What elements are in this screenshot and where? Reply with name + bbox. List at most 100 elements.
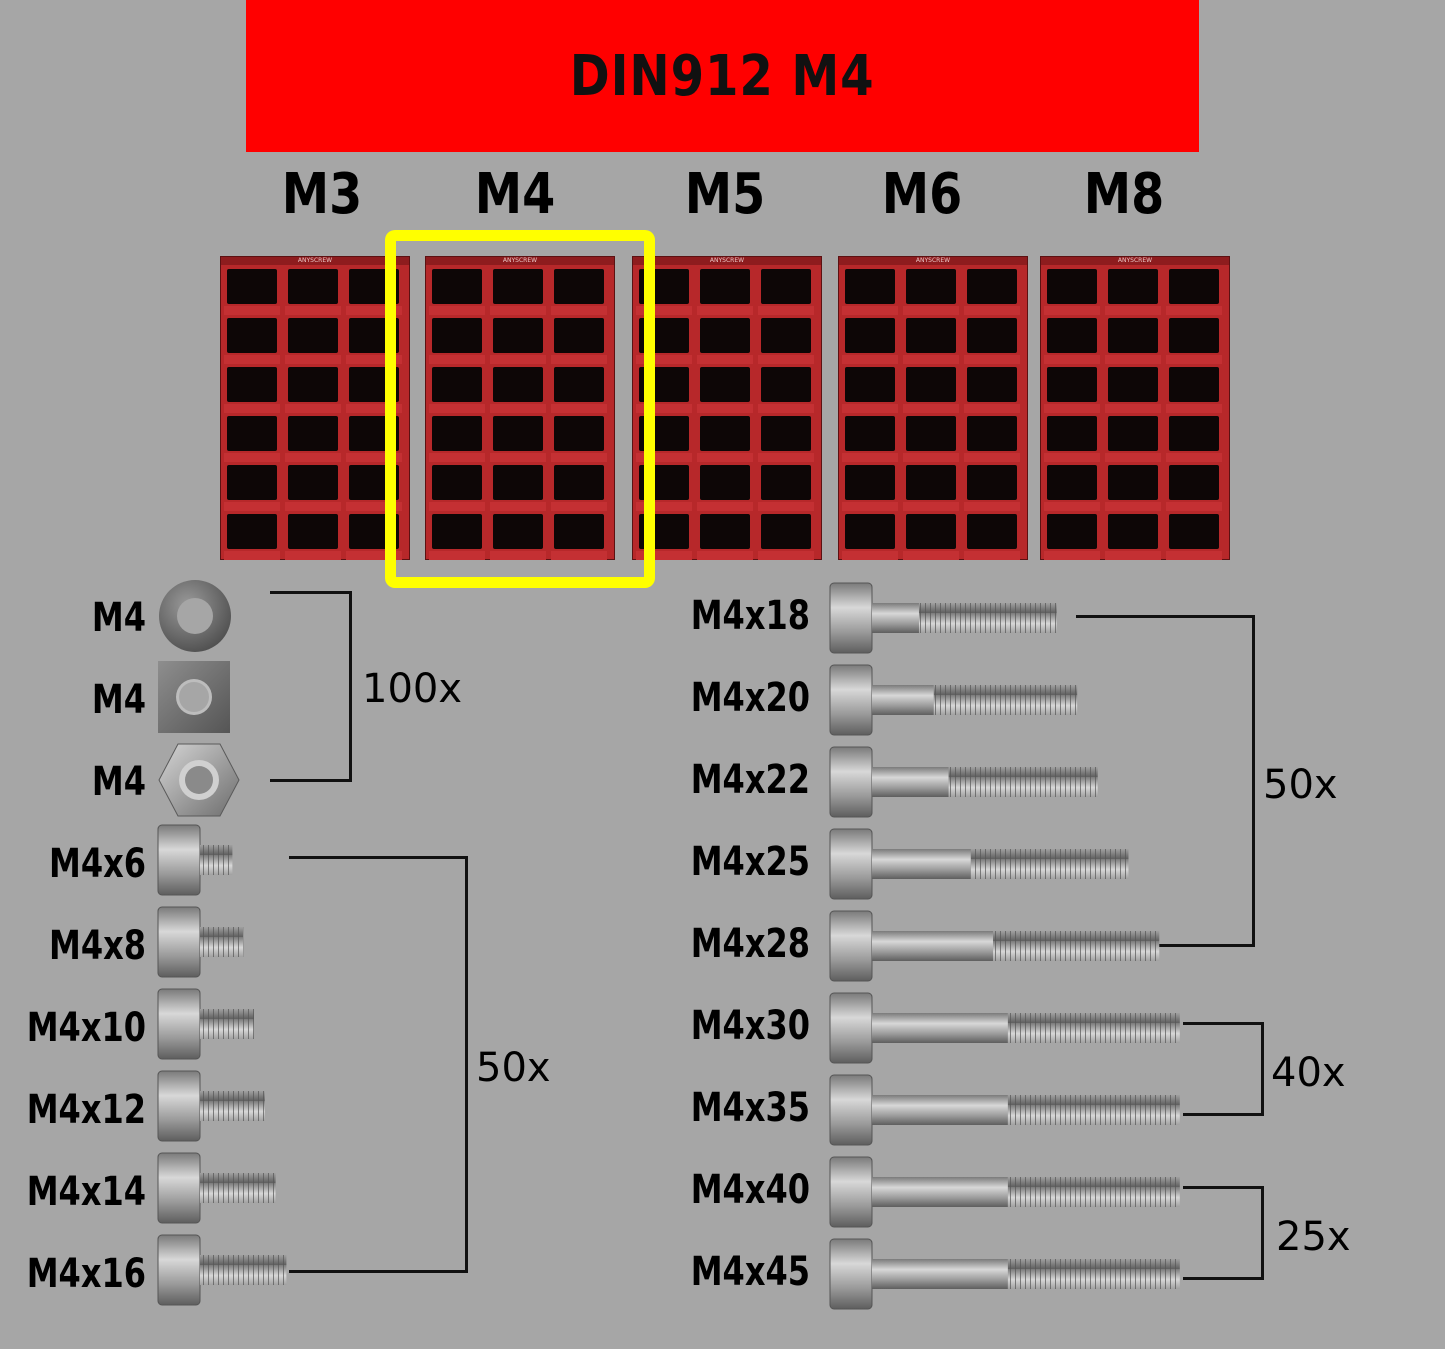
drawer[interactable] (758, 269, 814, 315)
drawer[interactable] (964, 465, 1020, 511)
drawer[interactable] (429, 416, 485, 462)
drawer[interactable] (758, 318, 814, 364)
drawer[interactable] (551, 318, 607, 364)
drawer[interactable] (490, 465, 546, 511)
drawer[interactable] (842, 465, 898, 511)
drawer[interactable] (224, 514, 280, 560)
drawer[interactable] (1166, 367, 1222, 413)
size-label-m8[interactable]: M8 (1083, 162, 1165, 227)
drawer[interactable] (758, 416, 814, 462)
drawer[interactable] (1044, 318, 1100, 364)
size-label-m3[interactable]: M3 (281, 162, 363, 227)
size-label-m6[interactable]: M6 (881, 162, 963, 227)
drawer[interactable] (224, 465, 280, 511)
drawer[interactable] (551, 514, 607, 560)
drawer[interactable] (1105, 269, 1161, 315)
drawer[interactable] (551, 269, 607, 315)
drawer[interactable] (1105, 416, 1161, 462)
drawer[interactable] (429, 465, 485, 511)
drawer[interactable] (429, 514, 485, 560)
drawer[interactable] (285, 514, 341, 560)
drawer[interactable] (842, 367, 898, 413)
cabinet-m5[interactable]: ANYSCREW (632, 256, 822, 560)
screw-label-m4x45: M4x45 (690, 1249, 810, 1295)
drawer[interactable] (1105, 514, 1161, 560)
drawer[interactable] (697, 514, 753, 560)
drawer[interactable] (285, 416, 341, 462)
drawer[interactable] (1044, 269, 1100, 315)
screw-label-m4x35: M4x35 (690, 1085, 810, 1131)
drawer[interactable] (490, 514, 546, 560)
drawer[interactable] (964, 416, 1020, 462)
drawer[interactable] (551, 416, 607, 462)
drawer[interactable] (1105, 465, 1161, 511)
drawer[interactable] (903, 465, 959, 511)
drawer[interactable] (903, 269, 959, 315)
screw-m4x12-icon (157, 1070, 265, 1142)
drawer[interactable] (758, 367, 814, 413)
drawer[interactable] (697, 465, 753, 511)
drawer[interactable] (1166, 465, 1222, 511)
drawer[interactable] (758, 465, 814, 511)
drawer[interactable] (1044, 367, 1100, 413)
drawer[interactable] (429, 367, 485, 413)
drawer[interactable] (1166, 269, 1222, 315)
screw-m4x16-icon (157, 1234, 287, 1306)
drawer[interactable] (551, 367, 607, 413)
drawer[interactable] (285, 269, 341, 315)
drawer[interactable] (490, 318, 546, 364)
qty-right-group-1: 50x (1263, 762, 1338, 808)
drawer[interactable] (964, 514, 1020, 560)
drawer[interactable] (903, 514, 959, 560)
cabinet-m8[interactable]: ANYSCREW (1040, 256, 1230, 560)
drawer[interactable] (964, 367, 1020, 413)
drawer[interactable] (1105, 318, 1161, 364)
qty-left-screws: 50x (476, 1045, 551, 1091)
drawer[interactable] (224, 367, 280, 413)
drawer[interactable] (551, 465, 607, 511)
drawer[interactable] (429, 269, 485, 315)
drawer[interactable] (758, 514, 814, 560)
drawer[interactable] (1166, 416, 1222, 462)
drawer[interactable] (964, 269, 1020, 315)
drawer[interactable] (285, 465, 341, 511)
drawer[interactable] (1044, 465, 1100, 511)
drawer[interactable] (224, 318, 280, 364)
drawer[interactable] (1105, 367, 1161, 413)
drawer[interactable] (964, 318, 1020, 364)
drawer[interactable] (842, 269, 898, 315)
drawer[interactable] (903, 416, 959, 462)
drawer[interactable] (285, 367, 341, 413)
drawer[interactable] (224, 269, 280, 315)
drawer[interactable] (842, 416, 898, 462)
hardware-label-square-nut: M4 (91, 677, 146, 723)
drawer[interactable] (490, 367, 546, 413)
screw-m4x45-icon (829, 1238, 1180, 1310)
drawer[interactable] (903, 367, 959, 413)
drawer[interactable] (429, 318, 485, 364)
size-label-m5[interactable]: M5 (684, 162, 766, 227)
drawer[interactable] (697, 318, 753, 364)
drawer[interactable] (1166, 514, 1222, 560)
cabinet-m4[interactable]: ANYSCREW (425, 256, 615, 560)
size-label-m4[interactable]: M4 (474, 162, 556, 227)
screw-m4x10-icon (157, 988, 254, 1060)
square-nut-icon (158, 661, 230, 733)
cabinet-m6[interactable]: ANYSCREW (838, 256, 1028, 560)
drawer[interactable] (1166, 318, 1222, 364)
drawer[interactable] (224, 416, 280, 462)
drawer[interactable] (490, 269, 546, 315)
drawer[interactable] (697, 416, 753, 462)
drawer[interactable] (903, 318, 959, 364)
drawer[interactable] (842, 514, 898, 560)
screw-m4x30-icon (829, 992, 1180, 1064)
drawer[interactable] (697, 367, 753, 413)
drawer[interactable] (490, 416, 546, 462)
bracket-hardware (270, 591, 352, 782)
drawer[interactable] (697, 269, 753, 315)
drawer[interactable] (1044, 416, 1100, 462)
cabinet-m3[interactable]: ANYSCREW (220, 256, 410, 560)
drawer[interactable] (285, 318, 341, 364)
drawer[interactable] (1044, 514, 1100, 560)
drawer[interactable] (842, 318, 898, 364)
